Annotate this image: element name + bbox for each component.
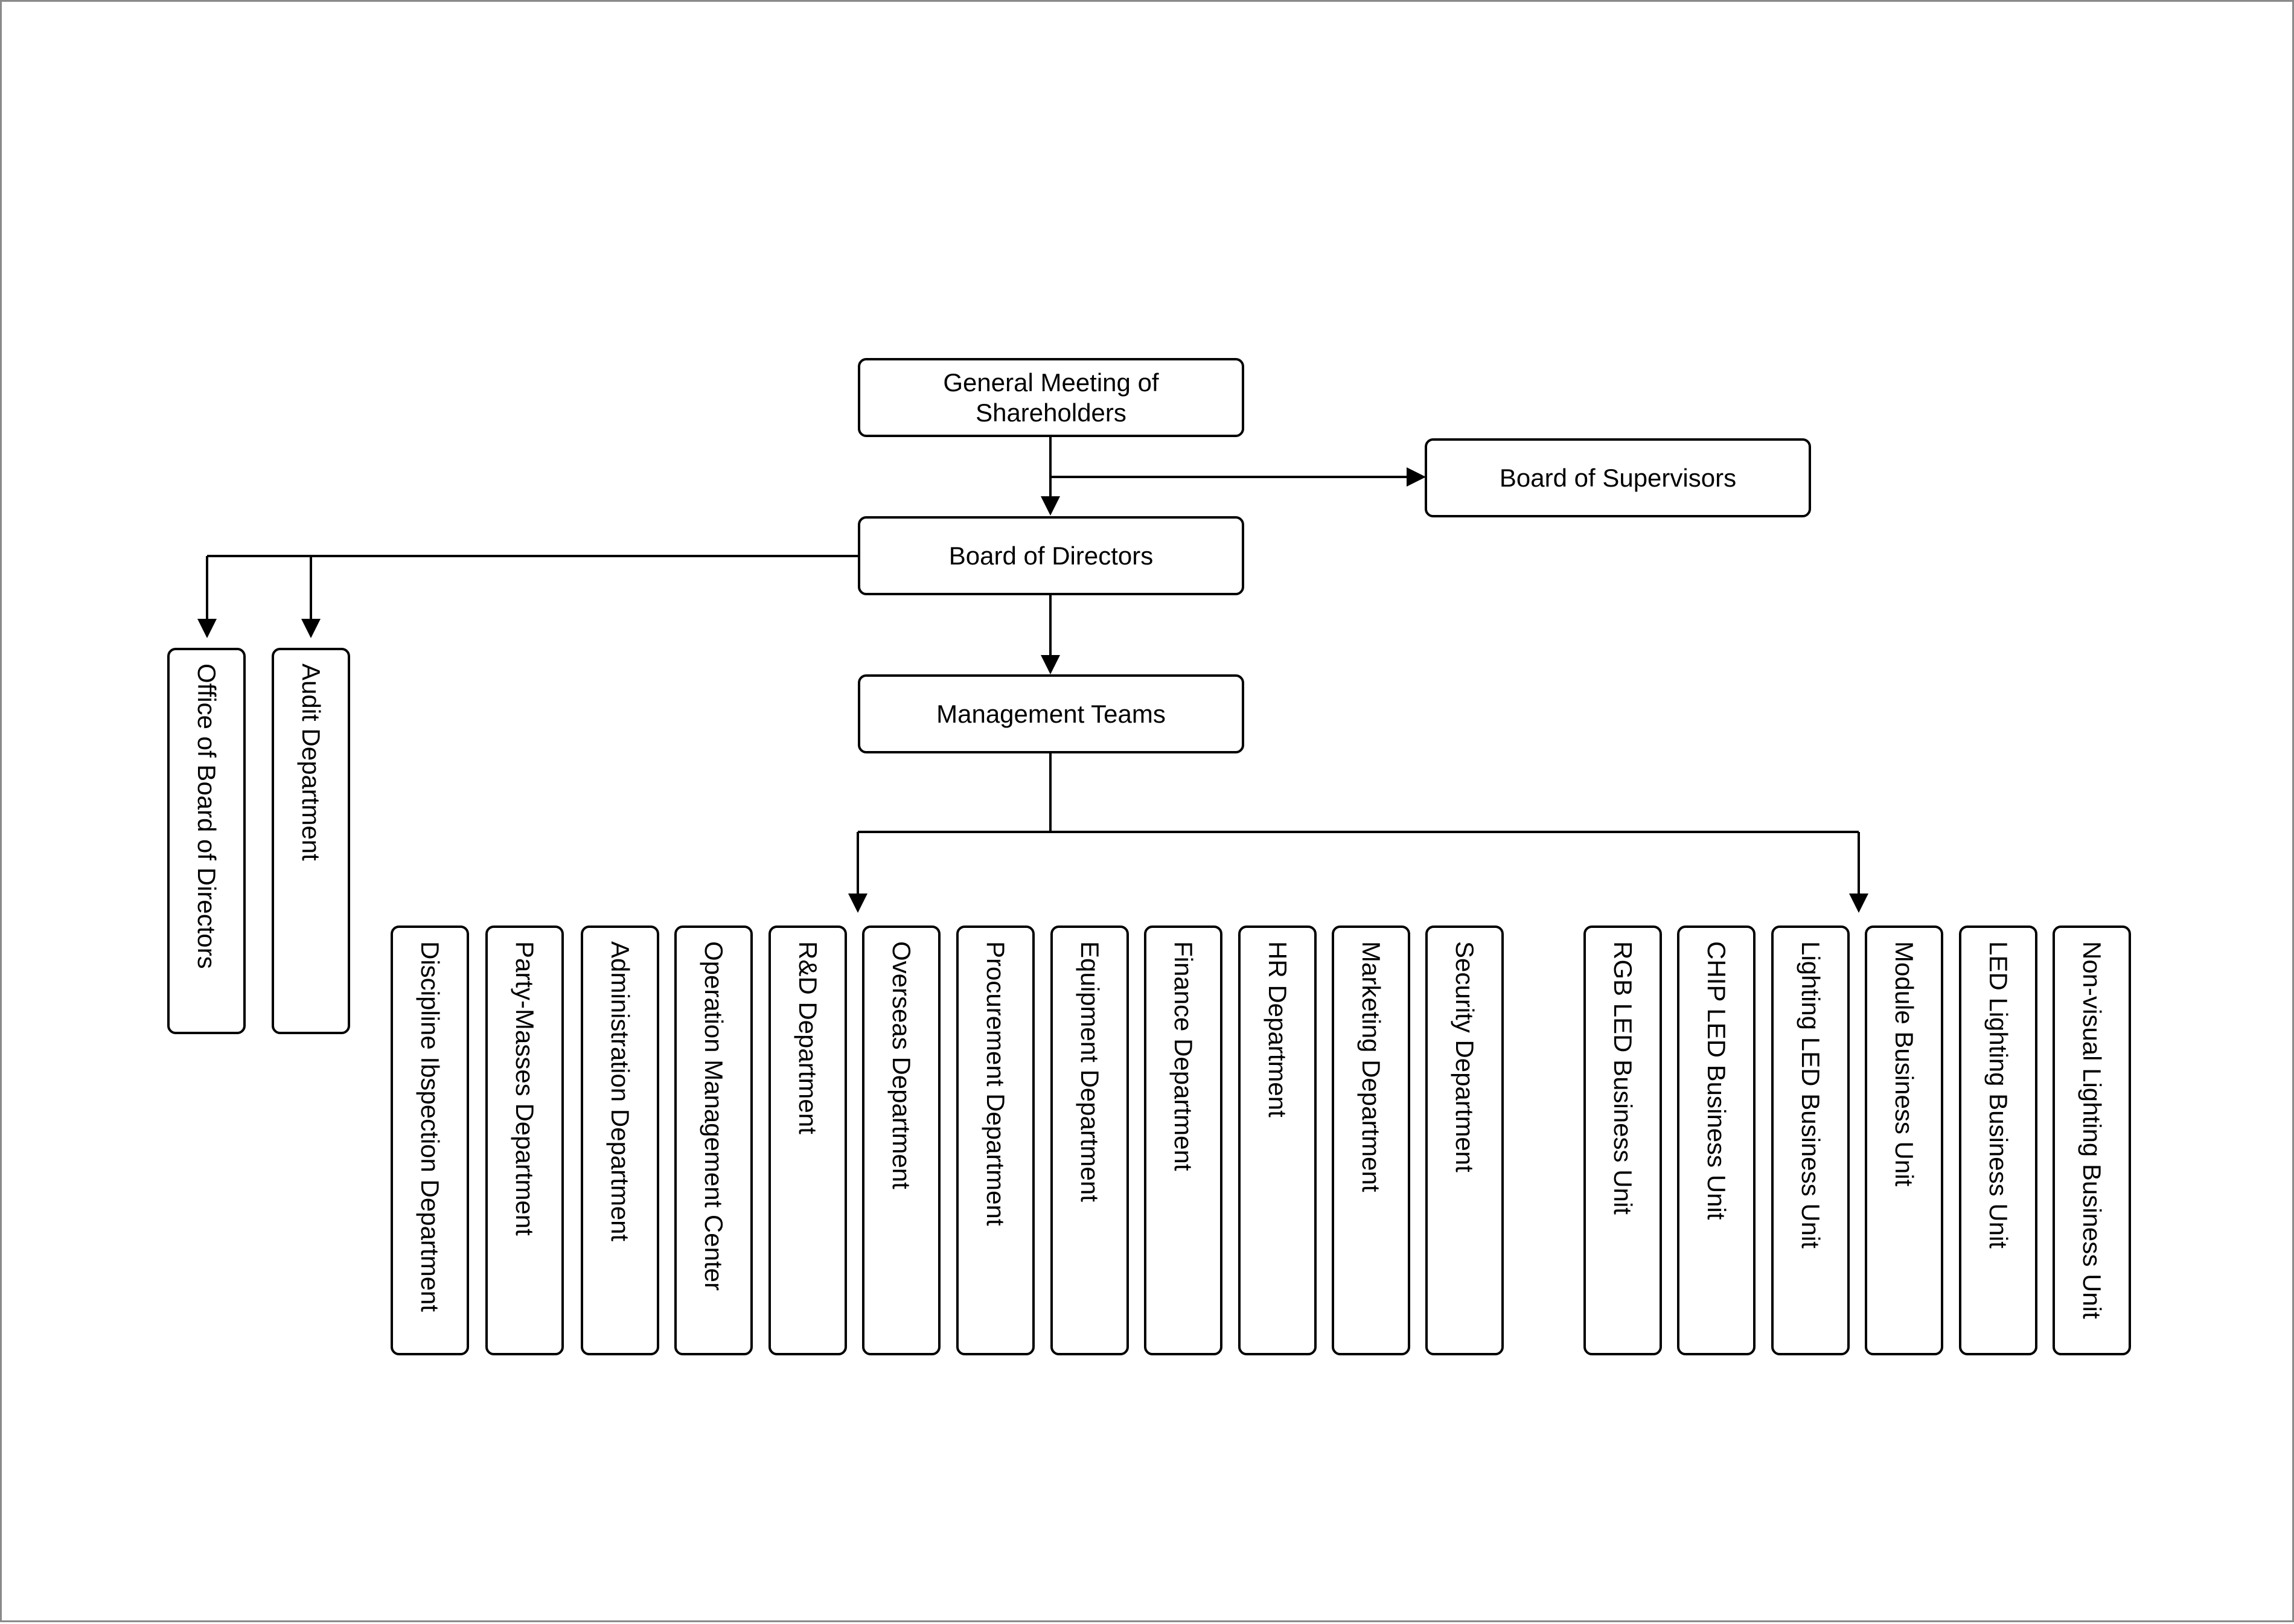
- node-business-unit: Non-visual Lighting Business Unit: [2053, 925, 2131, 1355]
- node-office-of-board-of-directors: Office of Board of Directors: [167, 648, 246, 1034]
- node-label: Operation Management Center: [700, 941, 728, 1291]
- node-label: Board of Supervisors: [1499, 463, 1737, 492]
- node-board-of-supervisors: Board of Supervisors: [1425, 438, 1811, 517]
- node-label: Administration Department: [606, 941, 634, 1242]
- node-department: HR Department: [1238, 925, 1317, 1355]
- node-department: R&D Department: [768, 925, 847, 1355]
- node-label: Module Business Unit: [1890, 941, 1919, 1187]
- node-department: Administration Department: [581, 925, 659, 1355]
- node-label: Discipline Ibspection Department: [416, 941, 444, 1312]
- node-business-unit: Module Business Unit: [1865, 925, 1943, 1355]
- node-label: HR Department: [1264, 941, 1292, 1117]
- node-label: Board of Directors: [948, 541, 1154, 570]
- node-audit-department: Audit Department: [272, 648, 350, 1034]
- node-department: Finance Department: [1144, 925, 1222, 1355]
- node-department: Discipline Ibspection Department: [391, 925, 469, 1355]
- node-general-meeting-of-shareholders: General Meeting of Shareholders: [858, 358, 1244, 437]
- node-department: Marketing Department: [1332, 925, 1410, 1355]
- node-label: Party-Masses Department: [511, 941, 539, 1236]
- node-department: Overseas Department: [862, 925, 941, 1355]
- node-label: Audit Department: [297, 663, 325, 861]
- node-department: Equipment Department: [1050, 925, 1129, 1355]
- node-business-unit: Lighting LED Business Unit: [1771, 925, 1850, 1355]
- node-business-unit: RGB LED Business Unit: [1583, 925, 1662, 1355]
- node-business-unit: LED Lighting Business Unit: [1959, 925, 2037, 1355]
- node-label: Equipment Department: [1076, 941, 1104, 1202]
- node-label: Management Teams: [936, 699, 1166, 728]
- node-label: Marketing Department: [1357, 941, 1385, 1192]
- node-department: Party-Masses Department: [485, 925, 564, 1355]
- node-department: Security Department: [1425, 925, 1504, 1355]
- node-label: Overseas Department: [887, 941, 916, 1189]
- node-label: Office of Board of Directors: [193, 663, 221, 969]
- node-board-of-directors: Board of Directors: [858, 516, 1244, 595]
- node-label: Procurement Department: [982, 941, 1010, 1226]
- node-label: General Meeting of Shareholders: [943, 368, 1159, 427]
- node-label: Lighting LED Business Unit: [1797, 941, 1825, 1248]
- node-label: CHIP LED Business Unit: [1702, 941, 1731, 1220]
- node-department: Procurement Department: [956, 925, 1035, 1355]
- node-label: Security Department: [1451, 941, 1479, 1172]
- node-department: Operation Management Center: [674, 925, 753, 1355]
- node-label: Non-visual Lighting Business Unit: [2078, 941, 2106, 1319]
- node-label: LED Lighting Business Unit: [1984, 941, 2013, 1248]
- node-management-teams: Management Teams: [858, 674, 1244, 753]
- node-label: RGB LED Business Unit: [1609, 941, 1637, 1215]
- node-label: R&D Department: [794, 941, 822, 1134]
- node-business-unit: CHIP LED Business Unit: [1677, 925, 1756, 1355]
- node-label: Finance Department: [1169, 941, 1198, 1171]
